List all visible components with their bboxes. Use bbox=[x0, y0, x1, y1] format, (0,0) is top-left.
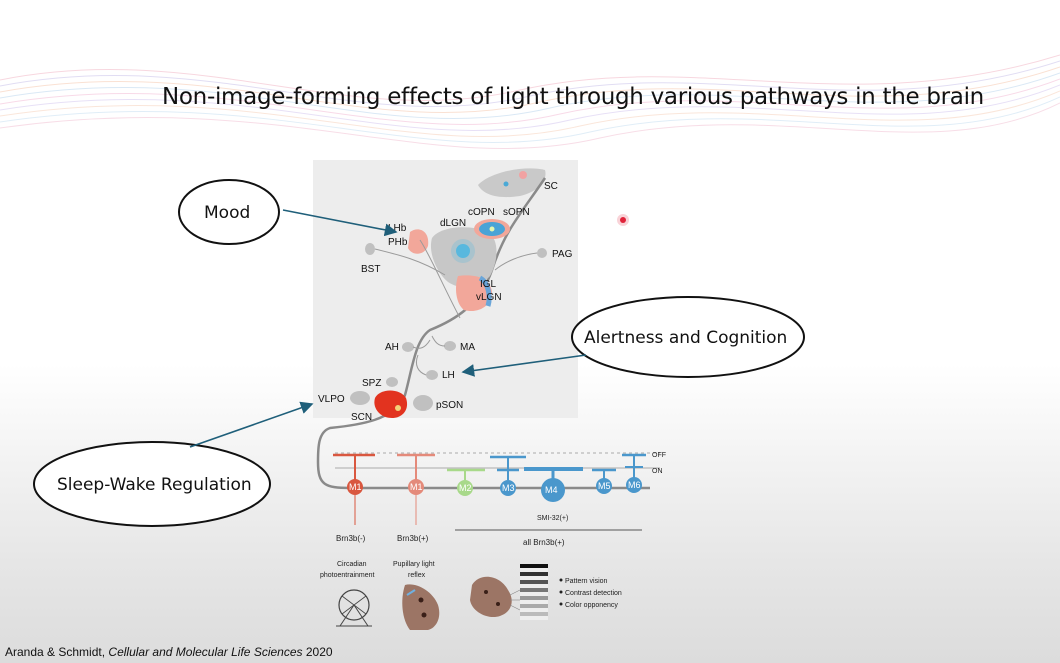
label-brn3b-neg: Brn3b(-) bbox=[336, 534, 366, 543]
laser-pointer-dot bbox=[620, 217, 626, 223]
bst-nucleus bbox=[365, 243, 375, 255]
cell-m4 bbox=[541, 478, 565, 502]
sleep-callout: Sleep-Wake Regulation bbox=[33, 401, 314, 527]
cell-m1-a bbox=[347, 479, 363, 495]
label-vlgn: vLGN bbox=[476, 292, 502, 303]
label-igl: IGL bbox=[480, 279, 497, 290]
ma-nucleus bbox=[444, 341, 456, 351]
label-off: OFF bbox=[652, 452, 666, 459]
cell-m2 bbox=[457, 480, 473, 496]
label-pag: PAG bbox=[552, 249, 573, 260]
vlgn-region bbox=[456, 275, 492, 312]
label-phb: PHb bbox=[388, 237, 408, 248]
cell-m1-b bbox=[408, 479, 424, 495]
cell-m5 bbox=[596, 478, 612, 494]
bullet-contrast-detection: Contrast detection bbox=[565, 590, 622, 597]
label-spz: SPZ bbox=[362, 378, 381, 389]
label-circadian-2: photoentrainment bbox=[320, 572, 375, 579]
label-bst: BST bbox=[361, 264, 380, 275]
citation-authors: Aranda & Schmidt, bbox=[5, 645, 106, 659]
cell-m4-label: M4 bbox=[545, 485, 558, 495]
cell-m1-a-label: M1 bbox=[349, 482, 362, 492]
label-copn: cOPN bbox=[468, 207, 495, 218]
mood-arrow bbox=[282, 209, 398, 237]
lh-nucleus bbox=[426, 370, 438, 380]
running-wheel-icon bbox=[336, 589, 372, 627]
label-lh: LH bbox=[442, 370, 455, 381]
vlpo-nucleus bbox=[350, 391, 370, 405]
scn-region bbox=[374, 390, 408, 418]
cell-m3 bbox=[500, 480, 516, 496]
label-on: ON bbox=[652, 468, 663, 475]
bullet-pattern-vision: Pattern vision bbox=[565, 578, 608, 585]
label-ma: MA bbox=[460, 342, 475, 353]
citation-year: 2020 bbox=[305, 645, 333, 659]
label-circadian-1: Circadian bbox=[337, 561, 367, 568]
bullet-color-opponency: Color opponency bbox=[565, 602, 618, 609]
label-ah: AH bbox=[385, 342, 399, 353]
lhb-region bbox=[408, 229, 429, 254]
label-pupil-1: Pupillary light bbox=[393, 561, 435, 568]
label-scn: SCN bbox=[351, 412, 372, 423]
pag-nucleus bbox=[537, 248, 547, 258]
cell-m3-label: M3 bbox=[502, 483, 515, 493]
cell-m6-label: M6 bbox=[628, 480, 641, 490]
cell-m6 bbox=[626, 477, 642, 493]
pson-nucleus bbox=[413, 395, 433, 411]
sc-region bbox=[478, 168, 546, 198]
slide-title: Non-image-forming effects of light throu… bbox=[162, 84, 984, 110]
label-smi32: SMI-32(+) bbox=[537, 515, 568, 522]
retina-panel: OFF ON M1 M1 M2 M3 M4 M5 bbox=[333, 452, 666, 547]
function-panel: Circadian photoentrainment Pupillary lig… bbox=[320, 561, 622, 630]
brain-diagram bbox=[316, 168, 650, 490]
label-dlgn: dLGN bbox=[440, 218, 466, 229]
wave-decoration bbox=[0, 54, 1060, 150]
alertness-arrow bbox=[461, 354, 587, 377]
label-brn3b-pos: Brn3b(+) bbox=[397, 534, 429, 543]
cell-m2-label: M2 bbox=[459, 483, 472, 493]
mouse-head-pattern-icon bbox=[470, 576, 521, 618]
grating-icon bbox=[520, 564, 548, 620]
cell-m5-label: M5 bbox=[598, 481, 611, 491]
cell-m1-b-label: M1 bbox=[410, 482, 423, 492]
label-lhb: LHb bbox=[388, 223, 407, 234]
spz-nucleus bbox=[386, 377, 398, 387]
label-pson: pSON bbox=[436, 400, 463, 411]
label-all-brn3b: all Brn3b(+) bbox=[523, 538, 565, 547]
label-vlpo: VLPO bbox=[318, 394, 345, 405]
label-pupil-2: reflex bbox=[408, 572, 426, 579]
label-sopn: sOPN bbox=[503, 207, 530, 218]
label-sc: SC bbox=[544, 181, 558, 192]
mood-callout: Mood bbox=[178, 179, 398, 245]
mood-label: Mood bbox=[204, 203, 250, 223]
sleep-arrow bbox=[189, 401, 314, 448]
alertness-callout: Alertness and Cognition bbox=[461, 296, 805, 378]
alertness-label: Alertness and Cognition bbox=[584, 328, 787, 348]
citation: Aranda & Schmidt, Cellular and Molecular… bbox=[5, 645, 333, 659]
citation-journal: Cellular and Molecular Life Sciences bbox=[108, 645, 303, 659]
mouse-head-icon bbox=[402, 584, 440, 630]
sleep-label: Sleep-Wake Regulation bbox=[57, 475, 252, 495]
ah-nucleus bbox=[402, 342, 414, 352]
